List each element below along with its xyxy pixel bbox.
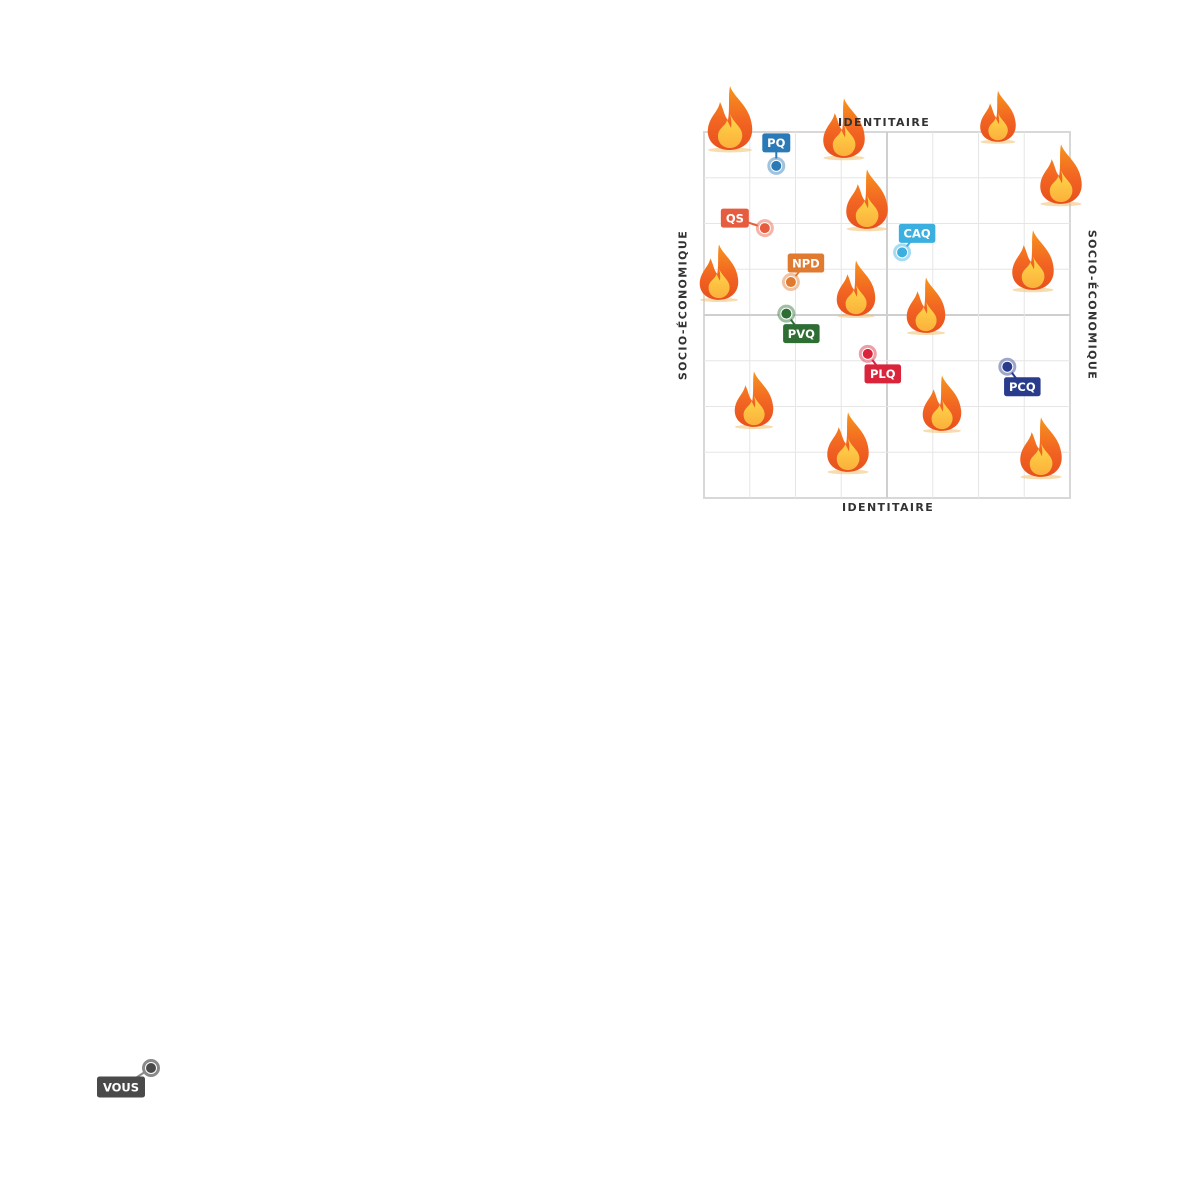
- party-tag-label: NPD: [792, 256, 820, 270]
- flame-icon: [980, 90, 1016, 144]
- point-dot: [146, 1063, 156, 1073]
- plot-grid: [703, 131, 1071, 499]
- you-tag-label: VOUS: [103, 1081, 139, 1095]
- axis-label-left: SOCIO-ÉCONOMIQUE: [676, 229, 690, 381]
- you-marker: VOUS: [97, 1059, 160, 1098]
- party-tag-label: PCQ: [1009, 380, 1036, 394]
- point-dot: [897, 247, 908, 258]
- flame-icon: [823, 98, 865, 161]
- axis-label-right: SOCIO-ÉCONOMIQUE: [1085, 229, 1099, 381]
- party-point-qs: QS: [720, 208, 774, 238]
- party-tag-box: [783, 324, 820, 344]
- party-point-pq: PQ: [762, 133, 791, 175]
- axis-label-bottom: IDENTITAIRE: [842, 501, 935, 514]
- point-dot: [862, 348, 873, 359]
- point-dot: [759, 223, 770, 234]
- party-tag-box: [762, 133, 791, 153]
- party-point-plq: PLQ: [858, 344, 902, 384]
- party-tag-label: QS: [726, 211, 744, 225]
- you-point: VOUS: [97, 1059, 160, 1098]
- party-tag-label: PVQ: [788, 327, 815, 341]
- party-point-npd: NPD: [781, 253, 825, 292]
- party-tag-box: [787, 253, 825, 273]
- party-tag-label: PQ: [767, 136, 785, 150]
- party-tag-box: [898, 223, 936, 243]
- party-tag-box: [864, 364, 902, 384]
- point-dot: [1002, 361, 1013, 372]
- point-dot: [785, 277, 796, 288]
- party-point-caq: CAQ: [893, 223, 936, 262]
- flame-icon: [707, 86, 753, 153]
- party-point-pcq: PCQ: [998, 357, 1041, 397]
- party-tag-label: PLQ: [870, 367, 896, 381]
- party-tag-label: CAQ: [904, 227, 931, 241]
- you-tag-box: [97, 1076, 145, 1098]
- party-tag-box: [1004, 377, 1041, 397]
- party-tag-box: [720, 208, 749, 228]
- point-dot: [781, 308, 792, 319]
- axis-label-top: IDENTITAIRE: [838, 116, 931, 129]
- party-points: PQ QS NPD PVQ CAQ PLQ PCQ: [720, 133, 1041, 397]
- party-point-pvq: PVQ: [777, 304, 820, 344]
- point-dot: [771, 160, 782, 171]
